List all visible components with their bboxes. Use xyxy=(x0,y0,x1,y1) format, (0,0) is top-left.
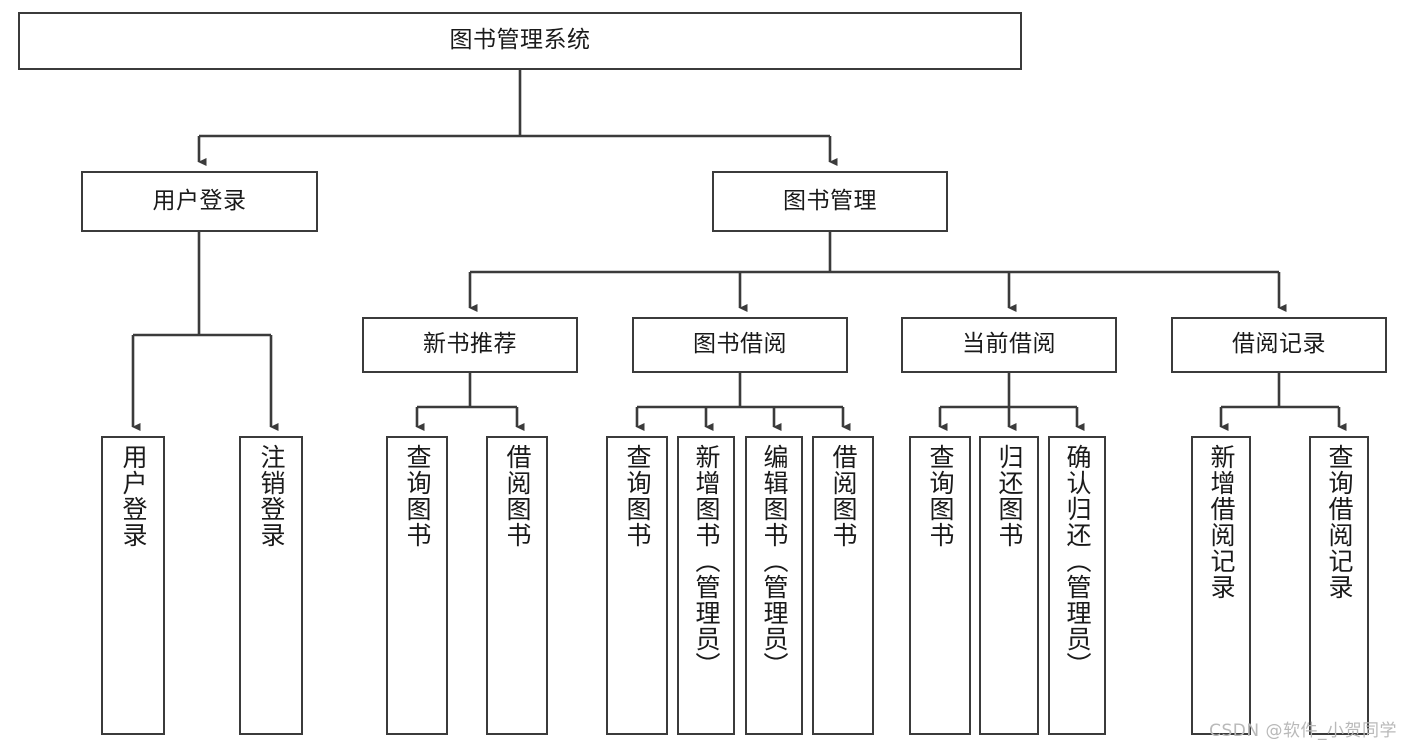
node-leaf-query-borrow-record[interactable]: 查询借阅记录 xyxy=(1309,436,1369,735)
node-leaf-query-book-borrow[interactable]: 查询图书 xyxy=(606,436,668,735)
node-book-management[interactable]: 图书管理 xyxy=(712,171,948,232)
node-leaf-query-book-current-label: 查询图书 xyxy=(926,444,955,548)
node-user-login-label: 用户登录 xyxy=(152,187,247,214)
node-root-system[interactable]: 图书管理系统 xyxy=(18,12,1022,70)
node-leaf-logout-label: 注销登录 xyxy=(257,444,286,548)
node-leaf-add-book-admin-label: 新增图书（管理员） xyxy=(692,444,721,678)
node-book-borrow[interactable]: 图书借阅 xyxy=(632,317,848,373)
node-leaf-logout[interactable]: 注销登录 xyxy=(239,436,303,735)
node-root-system-label: 图书管理系统 xyxy=(449,27,591,54)
node-leaf-borrow-book[interactable]: 借阅图书 xyxy=(812,436,874,735)
node-user-login[interactable]: 用户登录 xyxy=(81,171,318,232)
node-leaf-add-borrow-record[interactable]: 新增借阅记录 xyxy=(1191,436,1251,735)
csdn-watermark: CSDN @软件_小贺同学 xyxy=(1209,721,1397,741)
node-book-management-label: 图书管理 xyxy=(783,187,877,214)
node-borrow-record[interactable]: 借阅记录 xyxy=(1171,317,1387,373)
node-leaf-edit-book-admin[interactable]: 编辑图书（管理员） xyxy=(745,436,803,735)
node-leaf-query-book-recommend[interactable]: 查询图书 xyxy=(386,436,448,735)
node-leaf-add-borrow-record-label: 新增借阅记录 xyxy=(1207,444,1236,600)
node-book-borrow-label: 图书借阅 xyxy=(693,331,787,358)
node-current-borrow-label: 当前借阅 xyxy=(962,331,1056,358)
node-leaf-add-book-admin[interactable]: 新增图书（管理员） xyxy=(677,436,735,735)
node-leaf-confirm-return-admin[interactable]: 确认归还（管理员） xyxy=(1048,436,1106,735)
node-leaf-borrow-book-recommend[interactable]: 借阅图书 xyxy=(486,436,548,735)
node-leaf-confirm-return-admin-label: 确认归还（管理员） xyxy=(1063,444,1092,678)
node-leaf-query-borrow-record-label: 查询借阅记录 xyxy=(1325,444,1354,600)
node-leaf-borrow-book-recommend-label: 借阅图书 xyxy=(503,444,532,548)
node-leaf-edit-book-admin-label: 编辑图书（管理员） xyxy=(760,444,789,678)
node-new-book-recommend[interactable]: 新书推荐 xyxy=(362,317,578,373)
node-leaf-user-login-label: 用户登录 xyxy=(119,444,148,548)
node-leaf-return-book[interactable]: 归还图书 xyxy=(979,436,1039,735)
node-new-book-recommend-label: 新书推荐 xyxy=(423,331,517,358)
node-borrow-record-label: 借阅记录 xyxy=(1232,331,1326,358)
node-leaf-borrow-book-label: 借阅图书 xyxy=(829,444,858,548)
node-current-borrow[interactable]: 当前借阅 xyxy=(901,317,1117,373)
node-leaf-user-login[interactable]: 用户登录 xyxy=(101,436,165,735)
node-leaf-query-book-recommend-label: 查询图书 xyxy=(403,444,432,548)
node-leaf-query-book-borrow-label: 查询图书 xyxy=(623,444,652,548)
node-leaf-query-book-current[interactable]: 查询图书 xyxy=(909,436,971,735)
node-leaf-return-book-label: 归还图书 xyxy=(995,444,1024,548)
